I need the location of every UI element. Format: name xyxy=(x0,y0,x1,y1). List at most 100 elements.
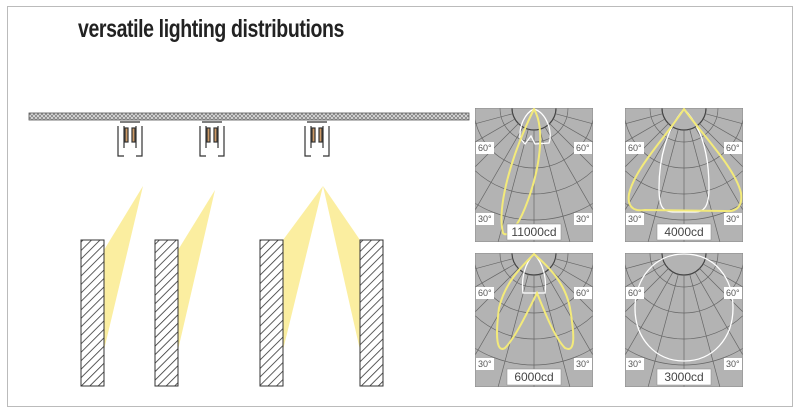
polar-spoke xyxy=(705,258,743,270)
polar-spoke xyxy=(625,271,674,356)
frame-border xyxy=(7,6,793,407)
intensity-label-background xyxy=(506,223,562,241)
angle-label: 30° xyxy=(478,359,492,369)
angle-label-background xyxy=(476,213,494,225)
track-fixture-2 xyxy=(199,121,225,157)
angle-label: 30° xyxy=(478,214,492,224)
polar-spoke xyxy=(689,274,721,387)
wall-3 xyxy=(259,239,284,387)
polar-spoke xyxy=(552,263,593,288)
polar-spoke xyxy=(702,263,743,288)
polar-spoke xyxy=(689,129,721,242)
polar-spoke xyxy=(544,271,593,356)
polar-spoke xyxy=(694,271,743,356)
ceiling xyxy=(28,112,470,121)
distribution-curve-white xyxy=(519,108,551,146)
polar-spoke xyxy=(555,258,593,270)
polar-spoke xyxy=(555,113,593,125)
angle-label-background xyxy=(626,142,644,154)
angle-label-background xyxy=(574,213,592,225)
angle-label: 60° xyxy=(478,288,492,298)
distribution-curve-white xyxy=(658,108,710,213)
polar-spoke xyxy=(475,118,516,143)
page-title: versatile lighting distributions xyxy=(78,15,344,43)
light-beam-3 xyxy=(283,186,323,350)
polar-spoke xyxy=(625,126,674,211)
angle-label: 30° xyxy=(628,359,642,369)
polar-spoke xyxy=(647,274,679,387)
angle-label-background xyxy=(574,358,592,370)
polar-spoke xyxy=(544,126,593,211)
light-beam-1 xyxy=(104,186,143,350)
polar-spoke xyxy=(475,258,513,270)
angle-label-background xyxy=(626,358,644,370)
polar-spoke xyxy=(549,268,593,313)
wall-1 xyxy=(80,239,105,387)
light-beams xyxy=(104,186,360,350)
angle-label-background xyxy=(574,287,592,299)
polar-spoke xyxy=(647,129,679,242)
angle-label-background xyxy=(476,358,494,370)
polar-spoke xyxy=(705,113,743,125)
angle-label-background xyxy=(724,213,742,225)
angle-label: 60° xyxy=(726,143,740,153)
angle-label: 30° xyxy=(576,359,590,369)
polar-spoke xyxy=(625,263,666,288)
intensity-label-background xyxy=(656,368,712,386)
polar-spoke xyxy=(625,113,663,125)
polar-diagram-3: 60° 60° 30° 30° 6000cd xyxy=(475,253,593,387)
angle-label-background xyxy=(724,358,742,370)
intensity-label: 3000cd xyxy=(664,370,703,384)
polar-spoke xyxy=(497,129,529,242)
polar-spoke xyxy=(625,268,669,313)
angle-label-background xyxy=(724,287,742,299)
distribution-curve-white xyxy=(634,253,734,362)
intensity-label-background xyxy=(656,223,712,241)
distribution-curve-yellow xyxy=(496,253,575,350)
track-fixtures xyxy=(117,121,330,157)
light-beam-2 xyxy=(178,190,215,350)
polar-spoke xyxy=(552,118,593,143)
polar-spoke xyxy=(699,123,743,168)
angle-label: 60° xyxy=(576,143,590,153)
track-fixture-1 xyxy=(117,121,143,157)
intensity-label: 4000cd xyxy=(664,225,703,239)
polar-spoke xyxy=(475,126,524,211)
walls xyxy=(80,239,384,387)
distribution-curve-white xyxy=(521,253,547,294)
polar-spoke xyxy=(702,118,743,143)
angle-label: 60° xyxy=(726,288,740,298)
polar-spoke xyxy=(539,129,571,242)
light-beam-4 xyxy=(323,186,360,350)
angle-label: 60° xyxy=(628,288,642,298)
polar-spoke xyxy=(475,113,513,125)
angle-label: 30° xyxy=(576,214,590,224)
polar-spoke xyxy=(549,123,593,168)
polar-diagram-4: 60° 60° 30° 30° 3000cd xyxy=(625,253,743,387)
polar-spoke xyxy=(475,263,516,288)
polar-spoke xyxy=(475,268,519,313)
angle-label-background xyxy=(626,213,644,225)
angle-label-background xyxy=(574,142,592,154)
polar-spoke xyxy=(699,268,743,313)
polar-spoke xyxy=(625,118,666,143)
track-fixture-3 xyxy=(304,121,330,157)
polar-diagram-2: 60°60°30°30°4000cd xyxy=(625,108,743,242)
intensity-label-background xyxy=(506,368,562,386)
intensity-label: 6000cd xyxy=(514,370,553,384)
angle-label: 60° xyxy=(628,143,642,153)
angle-label: 30° xyxy=(726,359,740,369)
angle-label-background xyxy=(724,142,742,154)
angle-label: 60° xyxy=(576,288,590,298)
angle-label-background xyxy=(626,287,644,299)
intensity-label: 11000cd xyxy=(511,225,556,239)
polar-grid xyxy=(625,253,743,387)
polar-spoke xyxy=(625,123,669,168)
polar-diagram-1: 60° 60° 30° 30° 11000cd xyxy=(475,108,593,242)
wall-4 xyxy=(359,239,384,387)
angle-label-background xyxy=(476,287,494,299)
angle-label: 60° xyxy=(478,143,492,153)
